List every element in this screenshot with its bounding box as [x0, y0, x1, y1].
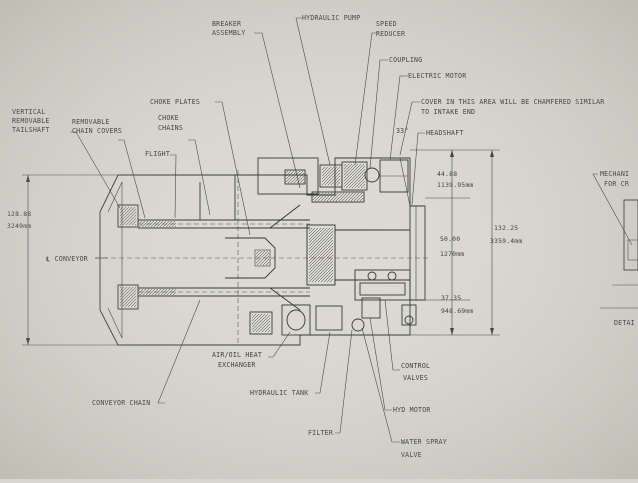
label-heat-exchanger-line1: AIR/OIL HEAT [212, 351, 262, 359]
dim-overall-right-value: 132.25 [494, 224, 518, 232]
label-water-spray-line2: VALVE [401, 451, 422, 459]
label-control-valves-line1: CONTROL [401, 362, 430, 370]
label-hyd-motor: HYD MOTOR [393, 406, 431, 414]
dim-bottom-section-mm: 948.69mm [441, 307, 473, 315]
dim-overall-width-mm: 3249mm [7, 222, 31, 230]
label-breaker-line1: BREAKER [212, 20, 241, 28]
label-breaker-line2: ASSEMBLY [212, 29, 245, 37]
label-tailshaft-line1: VERTICAL [12, 108, 45, 116]
label-chain-covers-line1: REMOVABLE [72, 118, 110, 126]
dim-top-section-value: 44.88 [437, 170, 457, 178]
label-headshaft: HEADSHAFT [426, 129, 464, 137]
label-mechanical-partial-line2: FOR CR [604, 180, 629, 188]
label-filter: FILTER [308, 429, 333, 437]
label-hydraulic-tank: HYDRAULIC TANK [250, 389, 308, 397]
label-cover-note-line2: TO INTAKE END [421, 108, 475, 116]
dim-top-section-mm: 1139.95mm [437, 181, 473, 189]
label-speed-line1: SPEED [376, 20, 397, 28]
label-choke-chains-line2: CHAINS [158, 124, 183, 132]
label-flight: FLIGHT [145, 150, 170, 158]
label-cover-note-line1: COVER IN THIS AREA WILL BE CHAMFERED SIM… [421, 98, 604, 106]
label-tailshaft-line2: REMOVABLE [12, 117, 50, 125]
label-detail-partial: DETAI [614, 319, 635, 327]
label-chain-covers-line2: CHAIN COVERS [72, 127, 122, 135]
label-tailshaft-line3: TAILSHAFT [12, 126, 50, 134]
label-electric-motor: ELECTRIC MOTOR [408, 72, 466, 80]
label-water-spray-line1: WATER SPRAY [401, 438, 447, 446]
dim-overall-right-mm: 3359.4mm [490, 237, 522, 245]
dim-middle-section-mm: 1270mm [440, 250, 464, 258]
label-control-valves-line2: VALVES [403, 374, 428, 382]
label-chamfer-angle: 33° [396, 127, 409, 135]
label-choke-chains-line1: CHOKE [158, 114, 179, 122]
label-heat-exchanger-line2: EXCHANGER [218, 361, 256, 369]
label-coupling: COUPLING [389, 56, 422, 64]
label-speed-line2: REDUCER [376, 30, 405, 38]
label-conveyor-chain: CONVEYOR CHAIN [92, 399, 150, 407]
dim-overall-width-value: 128.88 [7, 210, 31, 218]
label-mechanical-partial-line1: MECHANI [600, 170, 629, 178]
dim-bottom-section-value: 37.35 [441, 294, 461, 302]
label-choke-plates: CHOKE PLATES [150, 98, 200, 106]
label-hydraulic-pump: HYDRAULIC PUMP [302, 14, 360, 22]
dim-middle-section-value: 50.00 [440, 235, 460, 243]
label-conveyor-centerline: ℄ CONVEYOR [45, 255, 88, 263]
